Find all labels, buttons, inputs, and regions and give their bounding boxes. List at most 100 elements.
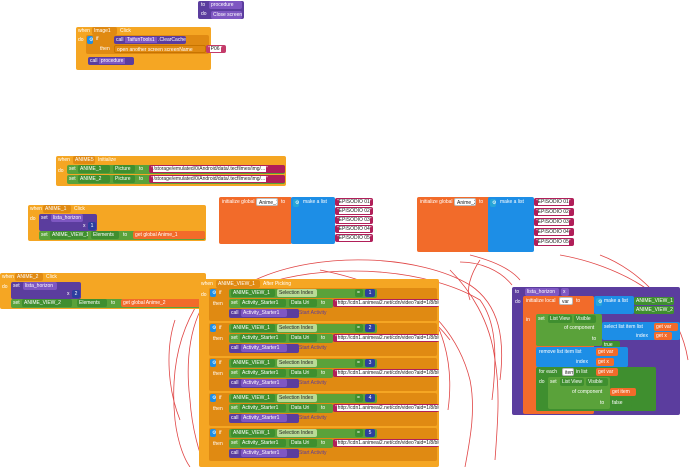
lista-horizon-procedure[interactable]: to lista_horizon x do initialize local v… xyxy=(512,287,680,415)
video-url-string[interactable]: “http://cdn1.animeai2.net/cdn/video?aid=… xyxy=(333,334,439,342)
call-procedure-block[interactable]: call procedure xyxy=(88,57,134,65)
anime-view-dropdown[interactable]: ANIME_VIEW_1 xyxy=(231,289,275,297)
call-taifun-block[interactable]: call TaifunTools1 .ClearCache xyxy=(114,36,186,44)
path-string[interactable]: “/storage/emulated/0/Android/data/.tecfi… xyxy=(149,165,285,173)
number-block[interactable]: 1 xyxy=(88,222,96,230)
call-lista-horizon[interactable]: set lista_horizon x 1 xyxy=(39,214,97,231)
anime-view-dropdown[interactable]: ANIME_VIEW_1 xyxy=(231,429,275,437)
make-a-list-block[interactable]: ⚙ make a list xyxy=(594,296,634,314)
video-url-string[interactable]: “http://cdn1.animeai2.net/cdn/video?aid=… xyxy=(333,369,439,377)
image1-component[interactable]: Image1 xyxy=(92,27,117,35)
equals-operator[interactable]: = xyxy=(355,324,363,332)
path-string[interactable]: “/storage/emulated/0/Android/data/.tecfi… xyxy=(149,175,285,183)
equals-operator[interactable]: = xyxy=(355,359,363,367)
anime-view-dropdown[interactable]: ANIME_VIEW_1 xyxy=(231,394,275,402)
gear-icon[interactable]: ⚙ xyxy=(596,298,602,306)
anime-view-component[interactable]: ANIME_VIEW_1 xyxy=(216,280,260,288)
equals-operator[interactable]: = xyxy=(355,289,363,297)
episode-item[interactable]: “EPISODIO 03” xyxy=(335,216,373,224)
property-dropdown[interactable]: Picture xyxy=(113,165,135,173)
equals-operator[interactable]: = xyxy=(355,394,363,402)
number-block[interactable]: 2 xyxy=(365,324,375,332)
gear-icon[interactable]: ⚙ xyxy=(210,324,216,332)
number-block[interactable]: 5 xyxy=(365,429,375,437)
data-uri-dropdown[interactable]: Data Uri xyxy=(289,299,317,307)
selection-index-dropdown[interactable]: Selection Index xyxy=(277,394,317,402)
image1-click-event[interactable]: when Image1 Click do ⚙ if call TaifunToo… xyxy=(76,27,226,70)
set-elements-row[interactable]: set ANIME_VIEW_2 Elements to get global … xyxy=(11,299,205,308)
make-a-list-block[interactable]: ⚙ make a list xyxy=(488,197,534,252)
elements-dropdown[interactable]: Elements xyxy=(91,231,119,239)
anime2-click-event[interactable]: when ANIME_2 Click do set lista_horizon … xyxy=(0,273,206,309)
activity-starter-name[interactable]: Activity_Starter1 xyxy=(241,449,287,457)
gear-icon[interactable]: ⚙ xyxy=(210,394,216,402)
close-screen-block[interactable]: Close screen xyxy=(211,11,242,19)
selection-index-dropdown[interactable]: Selection Index xyxy=(277,359,317,367)
activity-starter-dropdown[interactable]: Activity_Starter1 xyxy=(240,439,286,447)
list-view-dropdown[interactable]: List View xyxy=(548,315,572,323)
component-dropdown[interactable]: ANIME_2 xyxy=(78,175,110,183)
anime5-initialize-event[interactable]: when ANIME5 Initialize do set ANIME_1 Pi… xyxy=(56,156,286,186)
item-var-name[interactable]: item xyxy=(562,368,574,376)
list-view-dropdown[interactable]: List View xyxy=(560,378,584,386)
gear-icon[interactable]: ⚙ xyxy=(293,199,299,207)
set-visible-block[interactable]: set List View Visible of component to xyxy=(536,314,602,346)
episode-item[interactable]: “EPISODIO 02” xyxy=(335,207,373,215)
activity-starter-name[interactable]: Activity_Starter1 xyxy=(241,379,287,387)
get-var-block[interactable]: get var xyxy=(596,368,618,376)
anime2-component[interactable]: ANIME_2 xyxy=(15,273,43,281)
anime-view-dropdown[interactable]: ANIME_VIEW_1 xyxy=(231,324,275,332)
elements-dropdown[interactable]: Elements xyxy=(77,299,107,307)
anime1-component[interactable]: ANIME_1 xyxy=(43,205,71,213)
gear-icon[interactable]: ⚙ xyxy=(210,359,216,367)
taifun-component[interactable]: TaifunTools1 xyxy=(124,37,157,43)
anime-view-dropdown[interactable]: ANIME_VIEW_2 xyxy=(22,299,72,307)
video-url-string[interactable]: “http://cdn1.animeai2.net/cdn/video?aid=… xyxy=(333,404,439,412)
local-var-name[interactable]: var xyxy=(559,297,573,305)
procedure-definition-block[interactable]: to procedure do Close screen xyxy=(198,1,244,19)
gear-icon[interactable]: ⚙ xyxy=(210,289,216,297)
false-block[interactable]: false xyxy=(610,399,632,407)
visible-dropdown[interactable]: Visible xyxy=(586,378,608,386)
anime-view-dropdown[interactable]: ANIME_VIEW_1 xyxy=(50,231,88,239)
global-name-field[interactable]: Anime_2 xyxy=(454,198,476,206)
episode-item[interactable]: “EPISODIO 03” xyxy=(534,218,574,226)
video-url-string[interactable]: “http://cdn1.animeai2.net/cdn/video?aid=… xyxy=(333,299,439,307)
equals-operator[interactable]: = xyxy=(355,429,363,437)
episode-item[interactable]: “EPISODIO 04” xyxy=(534,228,574,236)
number-block[interactable]: 1 xyxy=(365,289,375,297)
lista-horizon-name[interactable]: lista_horizon xyxy=(23,282,57,290)
get-item-block[interactable]: get item xyxy=(610,388,636,396)
activity-starter-name[interactable]: Activity_Starter1 xyxy=(241,414,287,422)
data-uri-dropdown[interactable]: Data Uri xyxy=(289,369,317,377)
proc-name-field[interactable]: procedure xyxy=(209,1,242,9)
make-a-list-block[interactable]: ⚙ make a list xyxy=(291,197,335,244)
param-x[interactable]: x xyxy=(561,288,569,296)
anime-view-1-block[interactable]: ANIME_VIEW_1 xyxy=(634,297,674,305)
component-dropdown[interactable]: ANIME_1 xyxy=(78,165,110,173)
true-block[interactable]: true xyxy=(602,341,620,349)
episode-item[interactable]: “EPISODIO 05” xyxy=(335,234,373,242)
activity-starter-dropdown[interactable]: Activity_Starter1 xyxy=(240,299,286,307)
anime-view-2-block[interactable]: ANIME_VIEW_2 xyxy=(634,306,674,314)
activity-starter-dropdown[interactable]: Activity_Starter1 xyxy=(240,369,286,377)
anime-view-dropdown[interactable]: ANIME_VIEW_1 xyxy=(231,359,275,367)
episode-item[interactable]: “EPISODIO 01” xyxy=(534,198,574,206)
selection-index-dropdown[interactable]: Selection Index xyxy=(277,324,317,332)
gear-icon[interactable]: ⚙ xyxy=(87,36,93,44)
remove-list-item-block[interactable]: remove list item list get var index get … xyxy=(536,347,628,367)
